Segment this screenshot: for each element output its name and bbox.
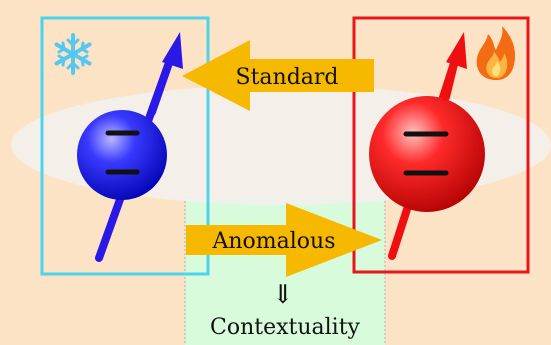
cold-spin-arrow-over xyxy=(148,56,174,116)
hot-box xyxy=(352,16,530,274)
hot-particle xyxy=(369,96,485,212)
flame-icon xyxy=(476,26,516,80)
cold-particle xyxy=(77,110,167,200)
standard-arrow xyxy=(182,40,374,111)
anomalous-arrow xyxy=(186,203,382,277)
contextuality-label: Contextuality xyxy=(210,315,361,340)
context-band xyxy=(185,197,385,345)
standard-label: Standard xyxy=(236,65,339,90)
hot-spin-arrow-over xyxy=(442,56,459,101)
anomalous-label: Anomalous xyxy=(211,229,335,254)
implies-arrow-glyph: ⇓ xyxy=(272,280,294,310)
snowflake-icon xyxy=(54,33,92,75)
cold-box xyxy=(40,16,210,276)
